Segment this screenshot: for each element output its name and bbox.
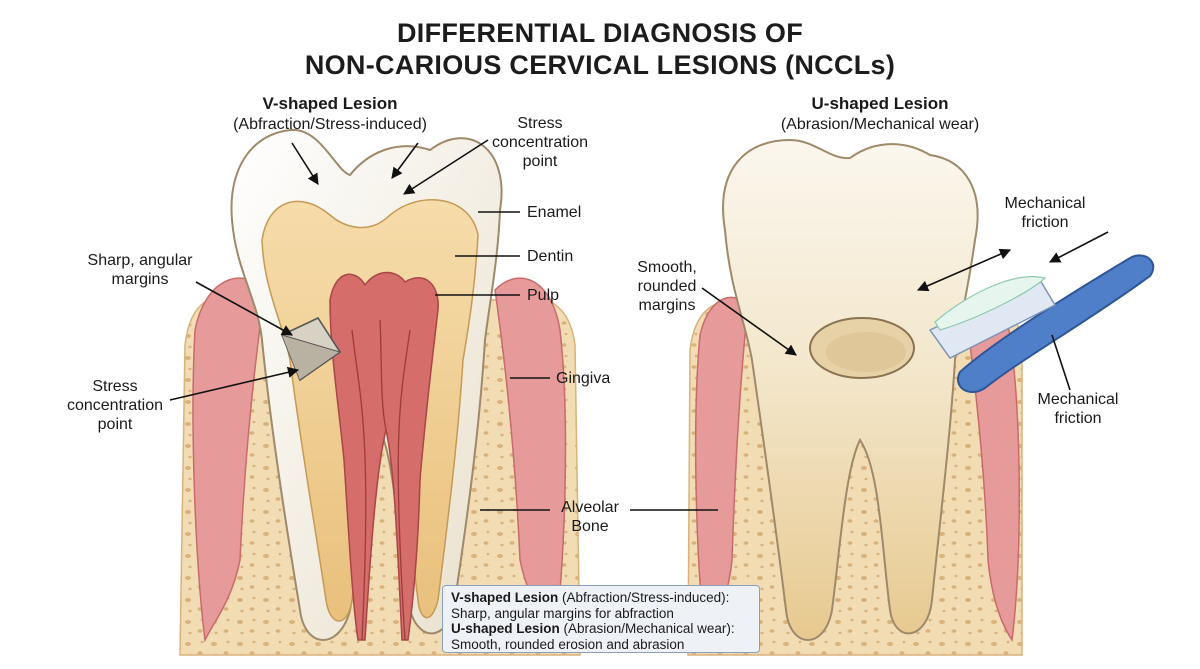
toothbrush [928, 254, 1155, 393]
label-stress-bottom-line-3: point [97, 416, 133, 433]
legend-v-desc: Sharp, angular margins for abfraction [451, 605, 674, 621]
title-line-2: NON-CARIOUS CERVICAL LESIONS (NCCLs) [304, 50, 896, 80]
label-sharp-line-2: margins [111, 271, 169, 288]
label-friction-top-line-2: friction [1021, 214, 1069, 231]
legend-u-sub: (Abrasion/Mechanical wear): [559, 621, 735, 636]
legend-u-desc: Smooth, rounded erosion and abrasion [451, 636, 685, 652]
label-friction-top: Mechanical friction [985, 194, 1105, 232]
legend-v-title: V-shaped Lesion [451, 590, 559, 605]
u-lesion-subheading: (Abrasion/Mechanical wear) [780, 116, 980, 133]
legend-box: V-shaped Lesion (Abfraction/Stress-induc… [442, 585, 760, 653]
left-gingiva-right [494, 277, 567, 643]
label-smooth-line-2: rounded [637, 278, 697, 295]
v-lesion-subheading: (Abfraction/Stress-induced) [233, 116, 427, 133]
legend-u-line: U-shaped Lesion (Abrasion/Mechanical wea… [451, 621, 751, 637]
leader-lines [169, 139, 1109, 511]
label-alveolar-line-2: Bone [571, 518, 609, 535]
label-stress-bottom: Stress concentration point [45, 377, 185, 434]
label-smooth-margins: Smooth, rounded margins [612, 258, 722, 315]
label-stress-bottom-line-1: Stress [92, 378, 138, 395]
label-sharp-margins: Sharp, angular margins [70, 251, 210, 289]
label-dentin: Dentin [527, 248, 574, 265]
right-tooth-illustration [687, 138, 1023, 656]
label-stress-bottom-line-2: concentration [66, 397, 164, 414]
label-stress-top-line-3: point [522, 153, 558, 170]
label-alveolar-line-1: Alveolar [561, 499, 619, 516]
label-friction-bottom: Mechanical friction [1018, 390, 1138, 428]
label-alveolar-bone: Alveolar Bone [550, 498, 630, 536]
right-tooth-outline [722, 138, 979, 641]
legend-u-title: U-shaped Lesion [451, 621, 560, 636]
label-sharp-line-1: Sharp, angular [87, 252, 193, 269]
label-smooth-line-3: margins [638, 297, 696, 314]
label-stress-top-line-2: concentration [491, 134, 589, 151]
label-smooth-line-1: Smooth, [637, 259, 697, 276]
label-enamel: Enamel [527, 204, 582, 221]
label-stress-top-line-1: Stress [517, 115, 563, 132]
legend-v-line: V-shaped Lesion (Abfraction/Stress-induc… [451, 590, 751, 606]
label-friction-top-line-1: Mechanical [1004, 195, 1086, 212]
label-gingiva: Gingiva [556, 370, 611, 387]
v-lesion-heading: V-shaped Lesion [262, 94, 398, 113]
title-line-1: DIFFERENTIAL DIAGNOSIS OF [396, 18, 803, 48]
label-stress-top: Stress concentration point [470, 114, 610, 171]
label-friction-bottom-line-2: friction [1054, 410, 1102, 427]
label-pulp: Pulp [527, 287, 560, 304]
toothbrush-handle [957, 254, 1155, 393]
left-tooth-illustration [179, 128, 581, 656]
legend-v-sub: (Abfraction/Stress-induced): [558, 590, 730, 605]
label-friction-bottom-line-1: Mechanical [1037, 391, 1119, 408]
u-lesion-heading: U-shaped Lesion [811, 94, 949, 113]
